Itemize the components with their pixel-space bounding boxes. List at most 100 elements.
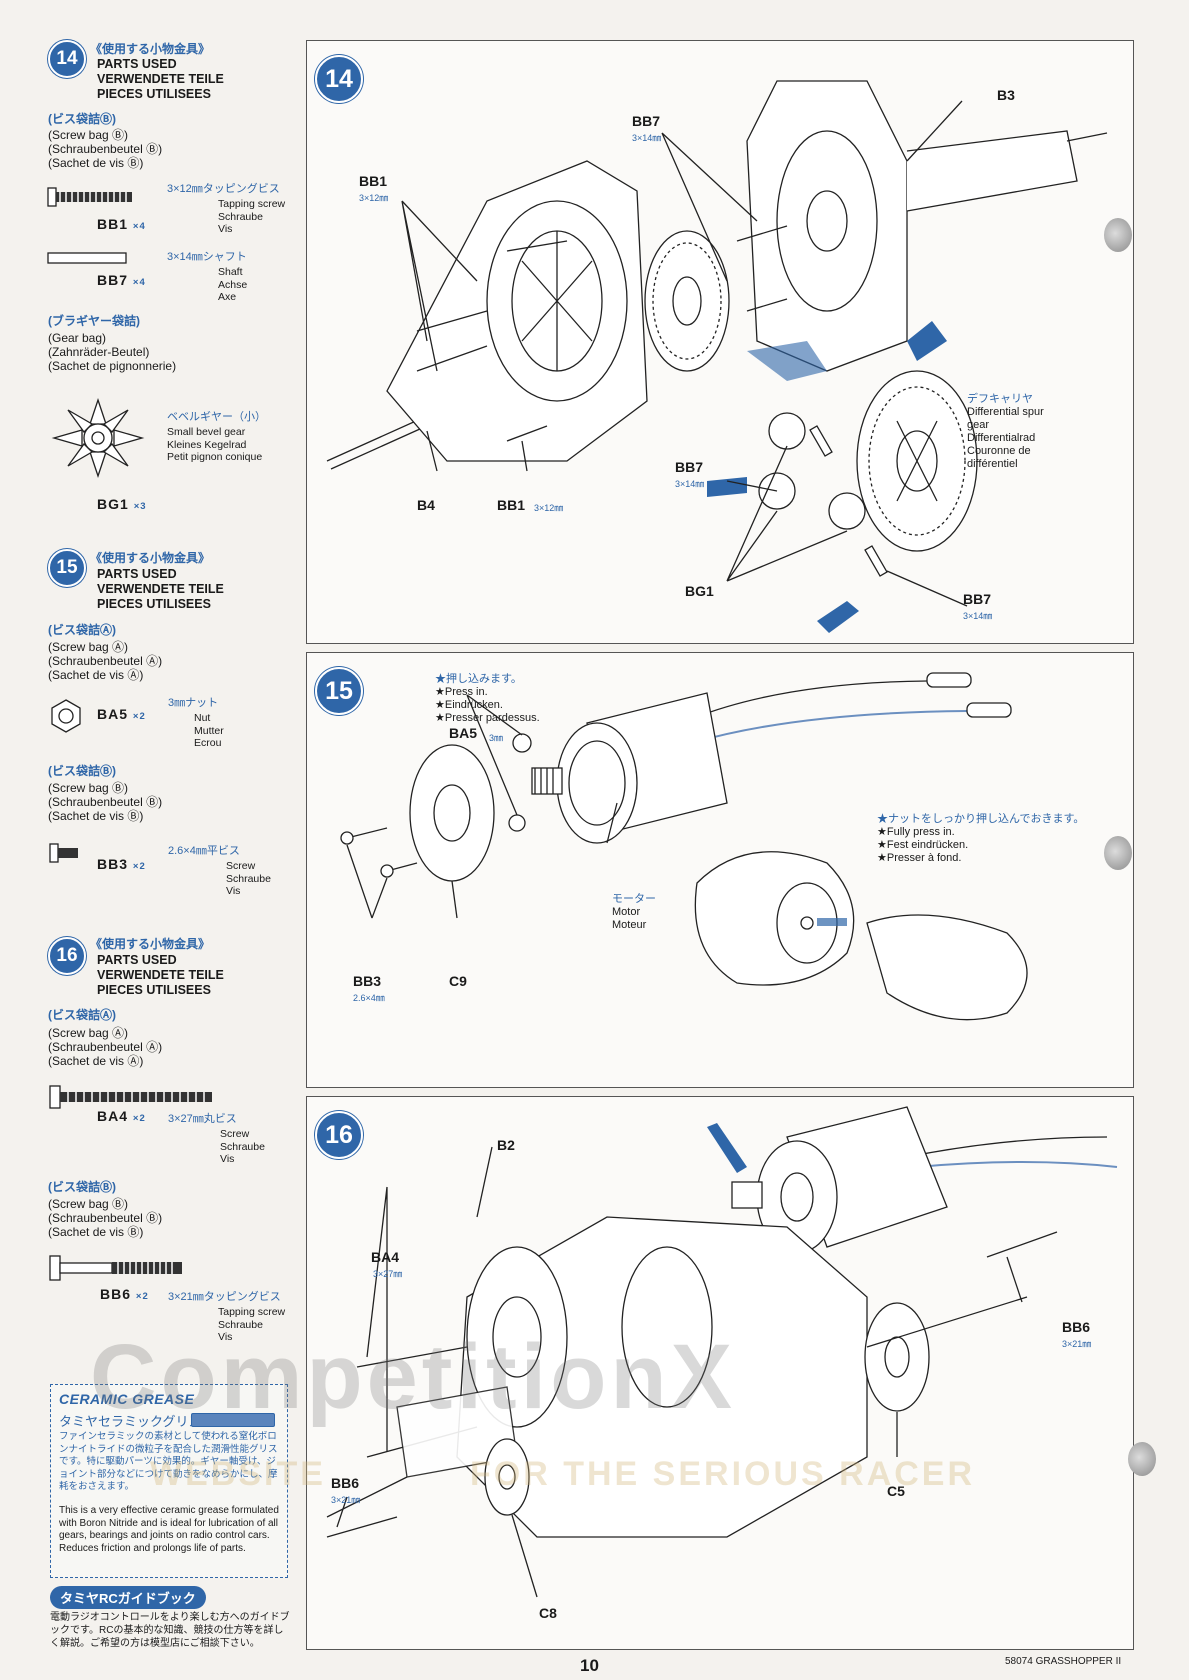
- assembly-diagram: [326, 1106, 1118, 1598]
- page-number: 10: [580, 1656, 599, 1675]
- diff-note: デフキャリヤ Differential spur gear Differenti…: [967, 393, 1044, 471]
- part-code: BB7: [97, 272, 129, 288]
- bag-jp: (ブラギヤー袋詰): [48, 314, 140, 328]
- bag-jp: (ビス袋詰Ⓐ): [48, 623, 116, 637]
- label-bb7-mid: BB7: [675, 459, 704, 475]
- bag-fr: (Sachet de vis Ⓑ): [48, 809, 144, 823]
- label-bb7-mid-size: 3×14㎜: [675, 479, 705, 489]
- part-qty: ×2: [132, 861, 146, 872]
- footer-code: 58074 GRASSHOPPER II: [1005, 1656, 1122, 1667]
- bag-de: (Schraubenbeutel Ⓑ): [48, 795, 163, 809]
- bag-en: (Screw bag Ⓐ): [48, 1026, 129, 1040]
- part-en: Small bevel gear: [167, 426, 246, 438]
- bag-names: (Screw bag Ⓐ) (Schraubenbeutel Ⓐ) (Sache…: [48, 1026, 162, 1068]
- bag-jp: (ビス袋詰Ⓑ): [48, 112, 116, 126]
- part-names: Screw Schraube Vis: [226, 860, 271, 898]
- step-16-badge: 16: [48, 937, 86, 975]
- label-bb1: BB1: [359, 173, 388, 189]
- label-bb7: BB7: [632, 113, 661, 129]
- part-de: Kleines Kegelrad: [167, 438, 247, 451]
- part-bb1: BB1 ×4: [97, 216, 146, 232]
- part-de: Mutter: [194, 724, 224, 737]
- grease-desc-jp: ファインセラミックの素材として使われる窒化ボロンナイトライドの微粒子を配合した潤…: [59, 1431, 278, 1492]
- bag-de: (Schraubenbeutel Ⓑ): [48, 142, 163, 156]
- label-c5: C5: [887, 1483, 905, 1499]
- step-14-header-jp: 《使用する小物金具》: [90, 42, 211, 56]
- part-names: Tapping screw Schraube Vis: [218, 198, 285, 236]
- motor-label-en: Motor: [612, 906, 641, 918]
- part-ba5: BA5 ×2: [97, 706, 146, 722]
- step-15-badge: 15: [48, 549, 86, 587]
- bag-fr: (Sachet de pignonnerie): [48, 359, 177, 373]
- part-code: BB3: [97, 856, 129, 872]
- step-14-number: 14: [56, 48, 78, 69]
- press-note-fr: ★Presser pardessus.: [435, 712, 540, 724]
- header-de: VERWENDETE TEILE: [97, 582, 224, 596]
- part-size-jp: ベベルギヤー（小）: [167, 411, 266, 423]
- part-size-jp: 3×27㎜丸ビス: [168, 1113, 237, 1125]
- panel-15-number: 15: [325, 676, 353, 705]
- bag-names: (Screw bag Ⓑ) (Schraubenbeutel Ⓑ) (Sache…: [48, 128, 162, 170]
- part-size-jp: 2.6×4㎜平ビス: [168, 845, 240, 857]
- watermark-website: WEBSITE: [150, 1455, 326, 1493]
- part-bb7: BB7 ×4: [97, 272, 146, 288]
- tapping-screw-long-icon: [49, 1255, 182, 1281]
- header-fr: PIECES UTILISEES: [97, 597, 211, 611]
- bag-jp: (ビス袋詰Ⓑ): [48, 764, 116, 778]
- part-en: Screw: [220, 1128, 250, 1140]
- header-en: PARTS USED: [97, 953, 177, 967]
- diff-note-fr2: différentiel: [967, 458, 1018, 470]
- label-bb3-size: 2.6×4㎜: [353, 993, 385, 1003]
- diff-note-jp: デフキャリヤ: [967, 393, 1033, 405]
- press-note-de: ★Eindrücken.: [435, 699, 503, 711]
- binder-hole: [1104, 836, 1132, 870]
- part-de: Achse: [218, 278, 248, 291]
- label-c8: C8: [539, 1605, 557, 1621]
- part-names: Tapping screw Schraube Vis: [218, 1306, 285, 1344]
- guide-title: タミヤRCガイドブック: [50, 1586, 206, 1609]
- part-en: Tapping screw: [218, 198, 286, 210]
- bag-de: (Schraubenbeutel Ⓐ): [48, 654, 163, 668]
- header-de: VERWENDETE TEILE: [97, 72, 224, 86]
- part-fr: Ecrou: [194, 737, 222, 749]
- part-code: BG1: [97, 496, 129, 512]
- part-size-jp: 3㎜ナット: [168, 697, 219, 709]
- grease-desc-en: This is a very effective ceramic grease …: [59, 1505, 279, 1554]
- motor-label-jp: モーター: [612, 893, 656, 905]
- label-b3: B3: [997, 87, 1015, 103]
- panel-16-badge: 16: [315, 1111, 363, 1159]
- label-ba5: BA5: [449, 725, 478, 741]
- step-14-headers: PARTS USED VERWENDETE TEILE PIECES UTILI…: [97, 57, 224, 102]
- part-qty: ×4: [132, 277, 146, 288]
- part-qty: ×3: [133, 501, 147, 512]
- grease-tube-icon: [191, 1413, 275, 1427]
- part-size-jp: 3×12㎜タッピングビス: [167, 183, 280, 195]
- tapping-screw-icon: [47, 187, 132, 207]
- label-b2: B2: [497, 1137, 515, 1153]
- part-en: Tapping screw: [218, 1306, 286, 1318]
- label-ba5-size: 3㎜: [489, 733, 504, 743]
- nut-note: ★ナットをしっかり押し込んでおきます。 ★Fully press in. ★Fe…: [877, 813, 1084, 865]
- bag-names: (Gear bag) (Zahnräder-Beutel) (Sachet de…: [48, 331, 176, 373]
- label-bb3: BB3: [353, 973, 382, 989]
- label-b4: B4: [417, 497, 435, 513]
- part-fr: Vis: [220, 1153, 235, 1165]
- bag-names: (Screw bag Ⓑ) (Schraubenbeutel Ⓑ) (Sache…: [48, 781, 162, 823]
- part-code: BA5: [97, 706, 129, 722]
- part-ba4: BA4 ×2: [97, 1108, 146, 1124]
- label-bg1: BG1: [685, 583, 714, 599]
- nut-note-en: ★Fully press in.: [877, 826, 955, 838]
- bag-fr: (Sachet de vis Ⓐ): [48, 1054, 144, 1068]
- part-qty: ×2: [135, 1291, 149, 1302]
- shaft-icon: [47, 252, 127, 264]
- label-bb1-size: 3×12㎜: [359, 193, 389, 203]
- label-ba4: BA4: [371, 1249, 400, 1265]
- part-names: Screw Schraube Vis: [220, 1128, 265, 1166]
- part-de: Schraube: [218, 1318, 263, 1331]
- press-note-jp: ★押し込みます。: [435, 673, 522, 685]
- press-note-en: ★Press in.: [435, 686, 488, 698]
- header-fr: PIECES UTILISEES: [97, 87, 211, 101]
- watermark-tagline: FOR THE SERIOUS RACER: [470, 1455, 976, 1493]
- step-14-panel: 14: [306, 40, 1134, 644]
- header-de: VERWENDETE TEILE: [97, 968, 224, 982]
